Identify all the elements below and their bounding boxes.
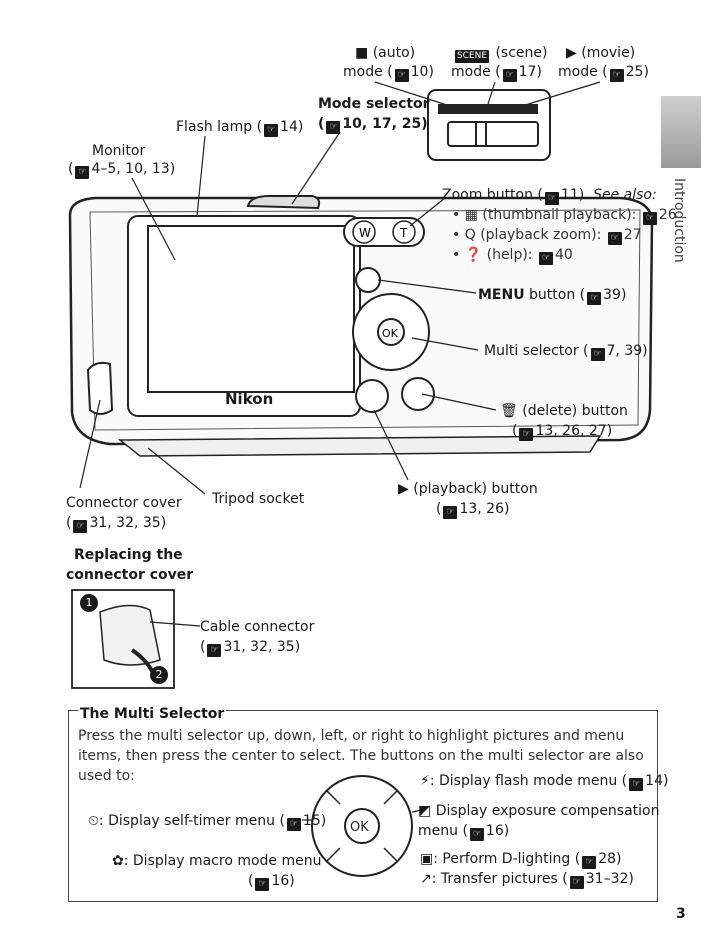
playback-button-refs: (☞13, 26) xyxy=(436,501,510,519)
page-ref-icon: ☞ xyxy=(538,252,553,265)
page-ref-icon: ☞ xyxy=(75,166,90,179)
exposure-icon: ◩ xyxy=(418,803,432,819)
movie-mode-label: ▶ (movie) xyxy=(566,45,636,61)
scene-mode-label: SCENE (scene) xyxy=(455,45,548,63)
scene-icon: SCENE xyxy=(455,50,489,63)
page-ref-icon: ☞ xyxy=(326,121,341,134)
flash-icon: ⚡ xyxy=(420,773,430,789)
play-icon: ▶ xyxy=(398,481,409,497)
transfer-icon: ↗ xyxy=(420,871,432,887)
menu-button xyxy=(355,267,381,293)
svg-text:OK: OK xyxy=(350,820,369,835)
page-ref-icon: ☞ xyxy=(629,778,644,791)
monitor-label: Monitor xyxy=(92,143,146,159)
trash-icon: 🗑 xyxy=(500,403,518,419)
replacing-title-2: connector cover xyxy=(66,567,194,583)
page-ref-icon: ☞ xyxy=(544,192,559,205)
auto-mode-label: ■ (auto) xyxy=(355,45,416,61)
playback-button xyxy=(355,379,389,413)
page-ref-icon: ☞ xyxy=(607,232,622,245)
movie-mode-ref: mode (☞25) xyxy=(558,64,649,82)
movie-icon: ▶ xyxy=(566,45,577,61)
multi-selector-title: The Multi Selector xyxy=(78,706,227,722)
mode-selector-title: Mode selector xyxy=(318,96,430,112)
macro-icon: ✿ xyxy=(112,853,124,869)
connector-cover-label: Connector cover xyxy=(66,495,182,511)
flash-menu-item: ⚡: Display flash mode menu (☞14) xyxy=(420,773,669,791)
delete-button xyxy=(401,377,435,411)
camera-icon: ■ xyxy=(355,45,369,61)
flash-lamp-label: Flash lamp (☞14) xyxy=(176,119,304,137)
macro-menu-item: ✿: Display macro mode menu xyxy=(112,853,322,869)
tripod-socket-label: Tripod socket xyxy=(212,491,305,507)
cable-connector-label: Cable connector xyxy=(200,619,315,635)
delete-button-label: 🗑 (delete) button xyxy=(500,403,628,419)
page-ref-icon: ☞ xyxy=(642,212,657,225)
scene-mode-ref: mode (☞17) xyxy=(451,64,542,82)
zoom-item-playback-zoom: • Q (playback zoom): ☞27 xyxy=(452,227,642,245)
page-ref-icon: ☞ xyxy=(519,428,534,441)
delete-button-refs: (☞13, 26, 27) xyxy=(512,423,613,441)
page-number: 3 xyxy=(676,906,686,922)
connector-cover xyxy=(86,361,114,415)
macro-menu-ref: (☞16) xyxy=(248,873,295,891)
page-ref-icon: ☞ xyxy=(394,69,409,82)
svg-text:W: W xyxy=(359,226,371,240)
auto-mode-ref: mode (☞10) xyxy=(343,64,434,82)
svg-text:T: T xyxy=(399,226,408,240)
connector-cover-refs: (☞31, 32, 35) xyxy=(66,515,167,533)
zoom-button-label: Zoom button (☞11). See also: xyxy=(442,187,657,205)
cable-connector-refs: (☞31, 32, 35) xyxy=(200,639,301,657)
page-ref-icon: ☞ xyxy=(502,69,517,82)
shutter-button xyxy=(246,195,321,210)
page-ref-icon: ☞ xyxy=(587,292,602,305)
svg-text:OK: OK xyxy=(382,327,399,340)
page-ref-icon: ☞ xyxy=(207,644,222,657)
dlighting-icon: ▣ xyxy=(420,851,434,867)
exposure-menu-item: ◩ Display exposure compensation xyxy=(418,803,660,819)
menu-button-label: MENU button (☞39) xyxy=(478,287,627,305)
page-ref-icon: ☞ xyxy=(443,506,458,519)
step-2-badge: 2 xyxy=(150,666,168,684)
page-ref-icon: ☞ xyxy=(264,124,279,137)
monitor-refs: (☞4–5, 10, 13) xyxy=(68,161,176,179)
self-timer-menu-item: ⏲: Display self-timer menu (☞15) xyxy=(88,813,327,831)
zoom-item-help: • ❓ (help): ☞40 xyxy=(452,247,573,265)
playback-button-label: ▶ (playback) button xyxy=(398,481,538,497)
replacing-title-1: Replacing the xyxy=(74,547,183,563)
section-tab xyxy=(661,96,701,168)
exposure-menu-ref: menu (☞16) xyxy=(418,823,510,841)
page-ref-icon: ☞ xyxy=(569,876,584,889)
self-timer-icon: ⏲ xyxy=(88,813,99,829)
camera-diagram: W T OK xyxy=(68,81,654,689)
magnifier-icon: Q xyxy=(464,227,476,243)
page-ref-icon: ☞ xyxy=(469,828,484,841)
mode-icons-strip xyxy=(438,104,538,114)
multi-selector-paragraph: Press the multi selector up, down, left,… xyxy=(78,728,644,784)
page-ref-icon: ☞ xyxy=(609,69,624,82)
mode-selector-refs: (☞10, 17, 25) xyxy=(318,116,428,134)
brand-logo: Nikon xyxy=(225,390,274,408)
help-icon: ❓ xyxy=(464,247,483,263)
mode-slider xyxy=(447,121,539,147)
thumbnail-icon: ▦ xyxy=(464,207,478,223)
step-1-badge: 1 xyxy=(80,594,98,612)
page-ref-icon: ☞ xyxy=(73,520,88,533)
multi-selector-illustration: OK xyxy=(302,775,423,877)
dlighting-menu-item: ▣: Perform D-lighting (☞28) xyxy=(420,851,622,869)
page-ref-icon: ☞ xyxy=(255,878,270,891)
page-ref-icon: ☞ xyxy=(590,348,605,361)
multi-selector-label: Multi selector (☞7, 39) xyxy=(484,343,648,361)
zoom-item-thumbnail: • ▦ (thumbnail playback): ☞26 xyxy=(452,207,677,225)
multi-selector-box xyxy=(68,710,658,902)
monitor-screen xyxy=(147,225,355,393)
transfer-menu-item: ↗: Transfer pictures (☞31–32) xyxy=(420,871,634,889)
page-ref-icon: ☞ xyxy=(286,818,301,831)
page-ref-icon: ☞ xyxy=(582,856,597,869)
